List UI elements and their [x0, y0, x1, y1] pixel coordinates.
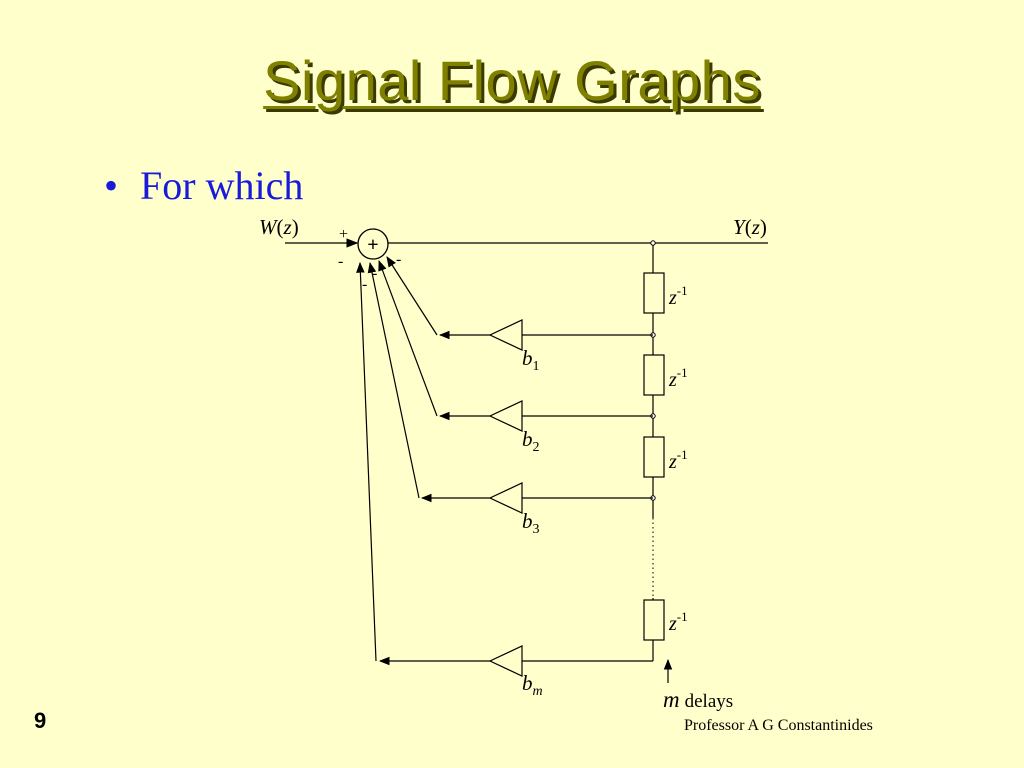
- feedback-line-m: [356, 261, 377, 662]
- feedback-sign-2: -: [372, 265, 377, 282]
- bullet-item: • For which: [104, 162, 303, 209]
- node-output: [650, 240, 656, 246]
- delay-label-2: z-1: [668, 365, 688, 391]
- output-label: Y(z): [733, 215, 767, 239]
- delay-box-3: [643, 436, 665, 478]
- delay-box-1: [643, 272, 665, 314]
- delay-box-2: [643, 354, 665, 396]
- delay-label-1: z-1: [668, 283, 688, 309]
- feedback-line-1: [386, 256, 438, 336]
- feedback-line-3: [367, 261, 420, 499]
- footer-author: Professor A G Constantinides: [684, 717, 873, 734]
- input-sign: +: [339, 226, 348, 243]
- coefficient-label-3: b3: [522, 509, 540, 537]
- feedback-line-2: [378, 259, 438, 417]
- input-label: W(z): [259, 215, 299, 239]
- gain-triangle-2: [488, 400, 523, 432]
- feedback-sign-3: -: [362, 276, 367, 293]
- delay-label-3: z-1: [668, 447, 688, 473]
- feedback-sign-4: -: [338, 253, 343, 270]
- slide-number: 9: [34, 708, 47, 733]
- gain-triangle-1: [488, 319, 523, 351]
- delay-label-m: z-1: [668, 609, 688, 635]
- gain-triangle-3: [488, 482, 523, 514]
- coefficient-label-1: b1: [522, 346, 540, 374]
- summing-node-sign: +: [367, 234, 378, 256]
- summing-node: [357, 228, 389, 260]
- gain-triangle-m: [488, 645, 523, 677]
- coefficient-label-m: bm: [522, 671, 543, 699]
- coefficient-label-2: b2: [522, 427, 540, 455]
- slide-title: Signal Flow Graphs: [263, 49, 761, 112]
- delay-box-m: [643, 599, 665, 641]
- bullet-text: For which: [140, 163, 304, 208]
- feedback-sign-1: -: [396, 251, 401, 268]
- bullet-dot-icon: •: [104, 163, 119, 208]
